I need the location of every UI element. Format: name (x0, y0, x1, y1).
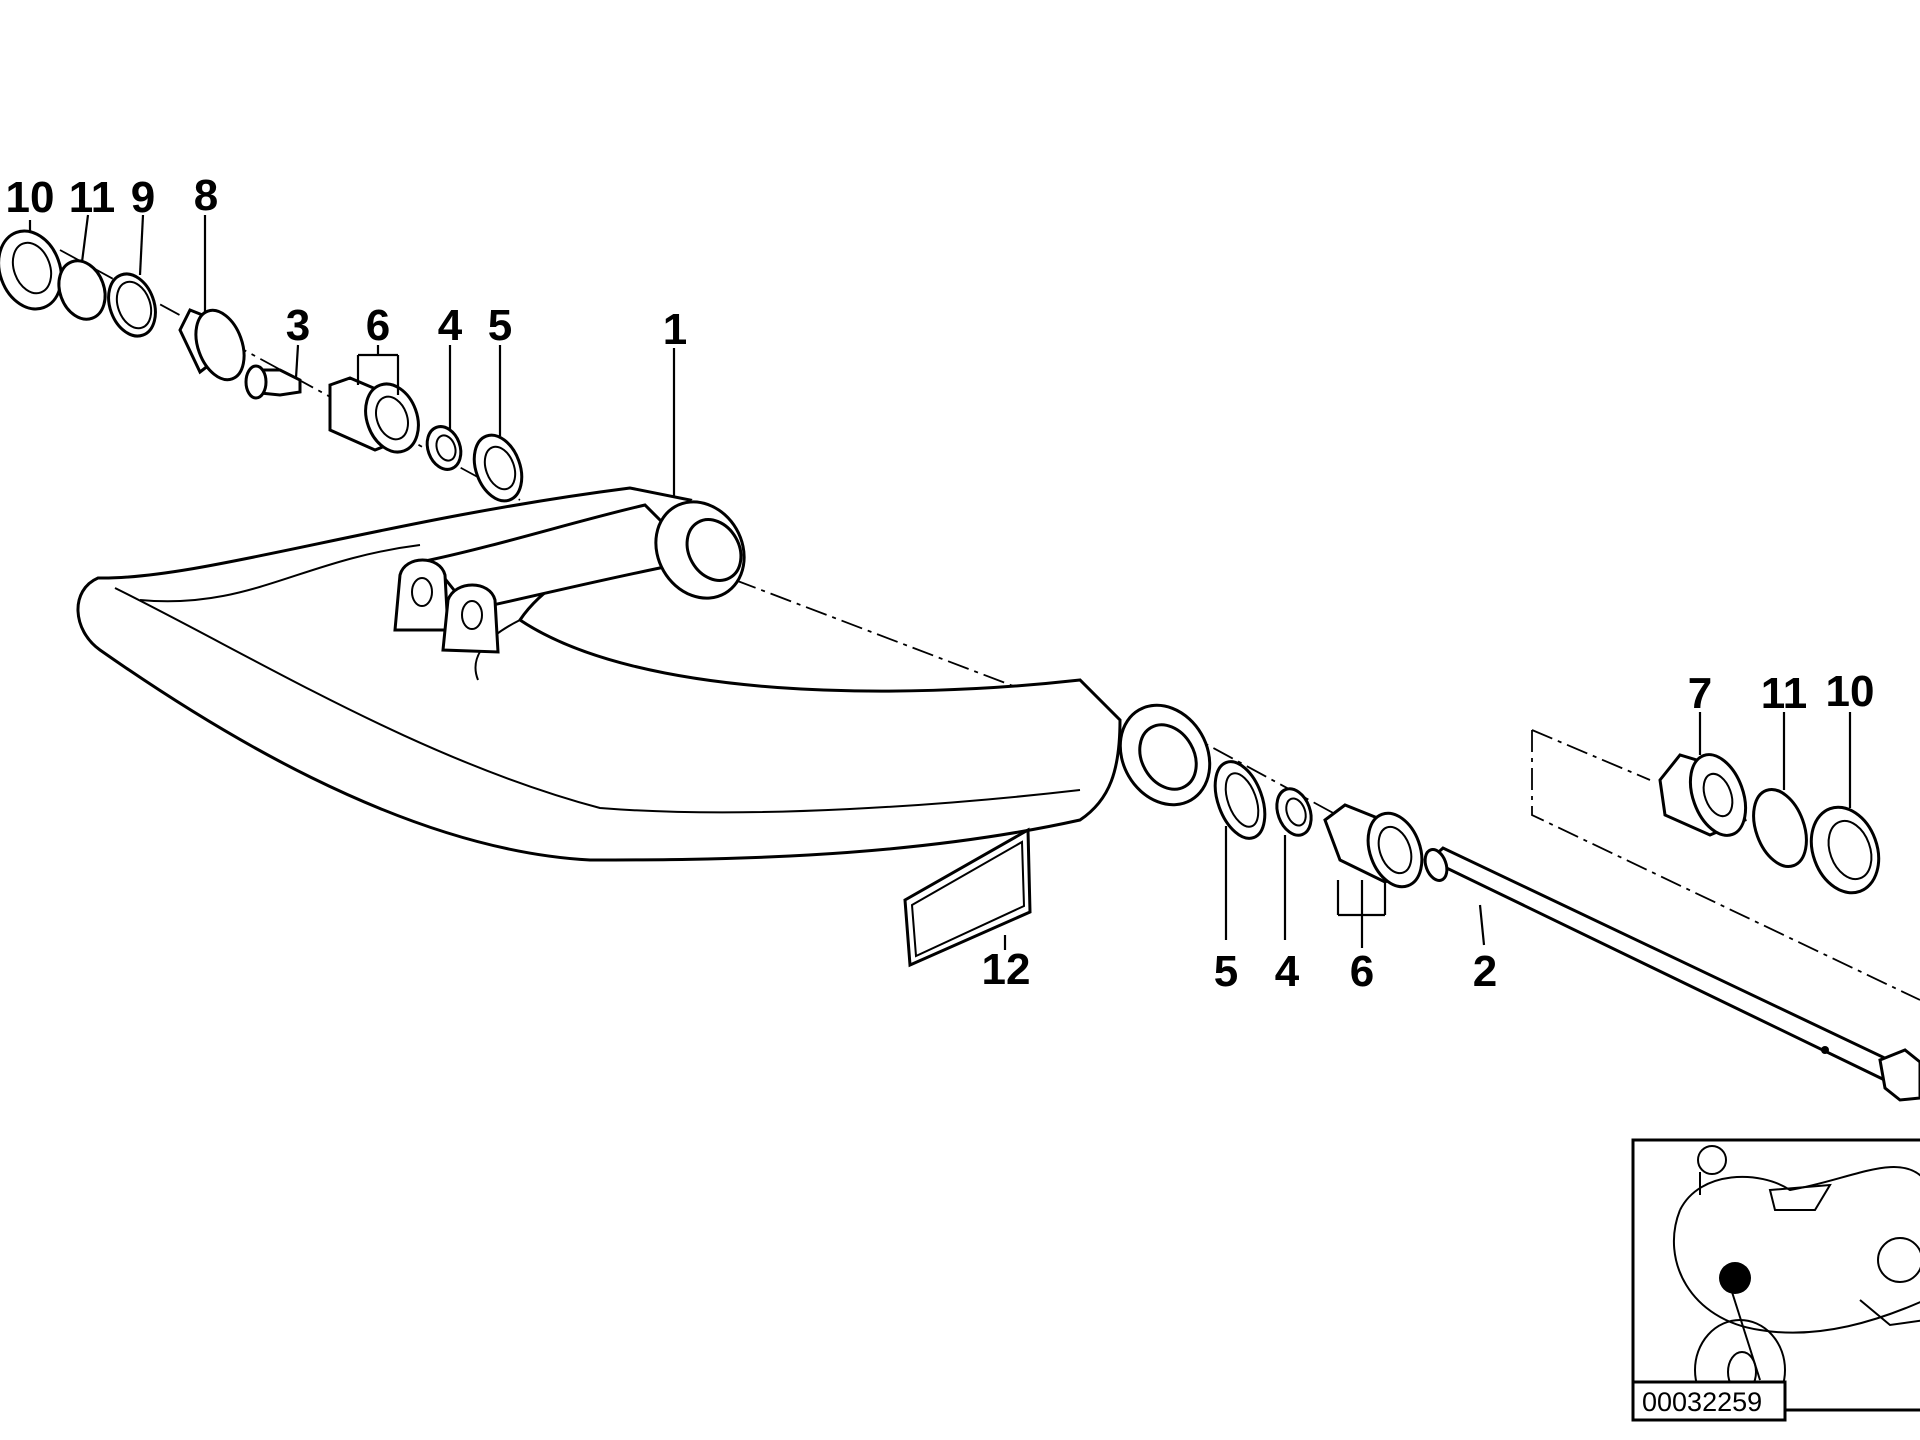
o-ring-11-upper (57, 259, 107, 321)
callout-11-lower: 11 (1761, 669, 1808, 718)
seal-5-lower (1213, 760, 1267, 840)
callout-5-upper: 5 (488, 301, 512, 350)
callout-7: 7 (1688, 669, 1712, 718)
swing-arm (76, 486, 1212, 862)
washer-4-upper (425, 425, 463, 471)
callout-5-lower: 5 (1214, 947, 1238, 996)
seal-5-upper (472, 433, 524, 503)
circlip-9 (107, 272, 157, 338)
callout-2: 2 (1473, 947, 1497, 996)
bearing-6-lower (1323, 803, 1424, 889)
spacer-7 (1658, 753, 1748, 837)
callout-3: 3 (286, 301, 310, 350)
bolt-3 (244, 364, 302, 400)
callout-1: 1 (663, 305, 687, 354)
callout-6-upper: 6 (366, 301, 390, 350)
washer-4-lower (1275, 787, 1313, 837)
callout-6-lower: 6 (1350, 947, 1374, 996)
spacer-8 (178, 308, 246, 382)
axle-2 (1423, 846, 1920, 1102)
callout-12: 12 (982, 945, 1031, 994)
cap-10-upper (0, 229, 63, 311)
callout-9: 9 (131, 173, 155, 222)
motorcycle-locator-icon (1631, 1138, 1920, 1412)
o-ring-11-lower (1752, 788, 1808, 868)
callout-10-lower: 10 (1826, 667, 1875, 716)
callout-4-upper: 4 (438, 301, 463, 350)
bearing-6-upper (328, 376, 420, 454)
reference-code: 00032259 (1642, 1387, 1762, 1417)
label-plate-12 (903, 827, 1032, 968)
callout-4-lower: 4 (1275, 947, 1300, 996)
callout-8: 8 (194, 171, 218, 220)
reference-number: 00032259 (1631, 1380, 1787, 1422)
cap-10-lower (1809, 805, 1881, 895)
callout-labels: 10 11 9 8 3 6 4 5 1 7 11 10 12 5 4 6 2 (6, 171, 1875, 996)
callout-11-upper: 11 (69, 173, 116, 222)
callout-10-upper: 10 (6, 173, 55, 222)
leader-lines (28, 214, 1852, 950)
